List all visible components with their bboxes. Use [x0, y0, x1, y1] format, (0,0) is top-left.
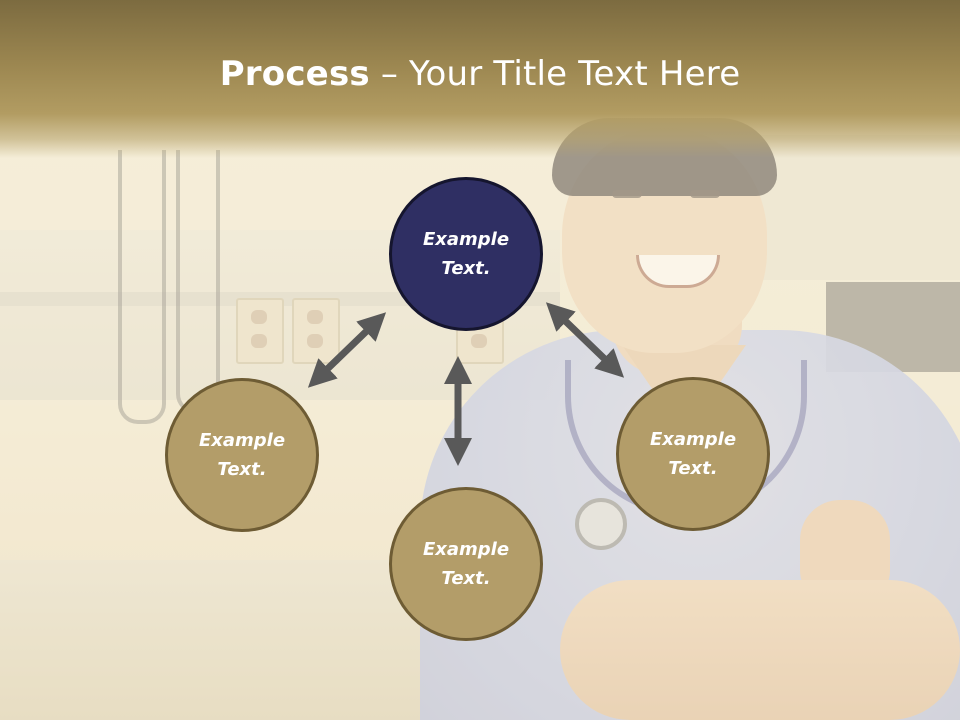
background-cabinet	[760, 135, 960, 280]
eye	[612, 190, 642, 198]
process-node-top[interactable]: Example Text.	[389, 177, 543, 331]
node-top-text: Example Text.	[422, 229, 510, 279]
process-node-left[interactable]: Example Text.	[165, 378, 319, 532]
node-left-text: Example Text.	[198, 430, 286, 480]
background-outlet	[236, 298, 284, 364]
double-arrow-diagonal-left-icon	[307, 312, 387, 388]
stethoscope-chestpiece	[575, 498, 627, 550]
eye	[690, 190, 720, 198]
background-bed	[0, 560, 420, 720]
title-bold: Process	[219, 54, 370, 94]
title-rest: – Your Title Text Here	[369, 54, 741, 94]
process-node-bottom[interactable]: Example Text.	[389, 487, 543, 641]
slide-title[interactable]: Process – Your Title Text Here	[0, 52, 960, 96]
process-node-right[interactable]: Example Text.	[616, 377, 770, 531]
title-band	[0, 0, 960, 158]
double-arrow-diagonal-right-icon	[545, 302, 625, 378]
node-bottom-text: Example Text.	[422, 539, 510, 589]
background-cable	[118, 150, 166, 424]
crossed-arms	[560, 580, 960, 720]
node-right-text: Example Text.	[649, 429, 737, 479]
